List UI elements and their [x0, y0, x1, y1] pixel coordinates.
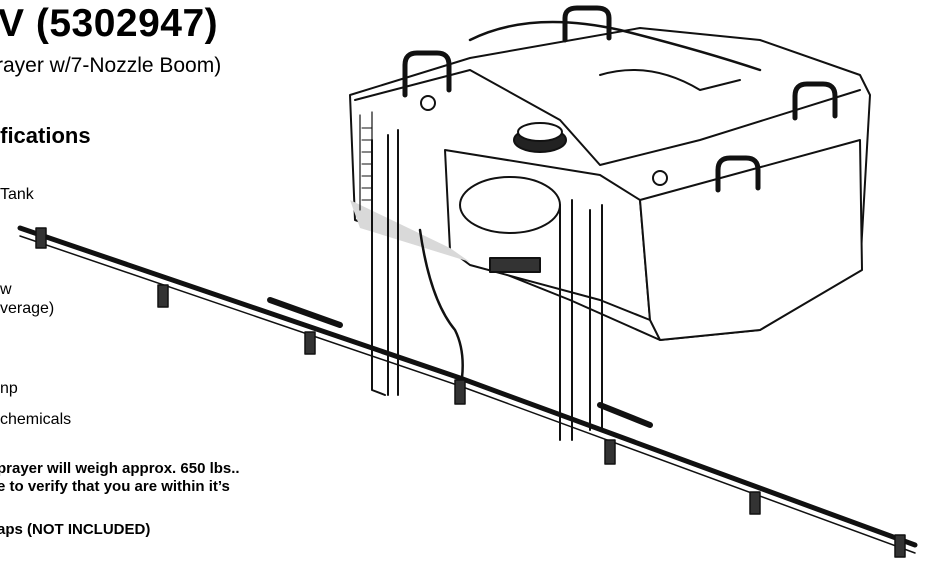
- nozzle-6: [749, 491, 761, 515]
- nozzle-5: [604, 439, 616, 465]
- handle-right: [792, 81, 838, 121]
- weight-note: prayer will weigh approx. 650 lbs..: [0, 460, 240, 477]
- specifications-heading: ifications: [0, 123, 91, 148]
- product-title: V (5302947): [0, 2, 219, 45]
- nozzle-4: [454, 379, 466, 405]
- spray-boom: [17, 225, 918, 558]
- spec-line-pump: np: [0, 380, 18, 397]
- capacity-note: e to verify that you are within it’s: [0, 478, 230, 495]
- spec-line-flow: w: [0, 281, 12, 298]
- product-subtitle: rayer w/7-Nozzle Boom): [0, 54, 222, 77]
- handle-rear-left: [402, 50, 452, 98]
- frame-right-leg: [559, 199, 603, 441]
- nozzle-3: [304, 331, 316, 355]
- nozzle-7: [894, 534, 906, 558]
- handle-front-right: [715, 155, 761, 193]
- top-hose: [468, 20, 762, 72]
- pump-fittings: [489, 257, 541, 273]
- nozzle-2: [157, 284, 169, 308]
- spec-line-chemicals: chemicals: [0, 411, 72, 428]
- spec-line-tank: Tank: [0, 186, 34, 203]
- tank-window: [459, 176, 561, 234]
- straps-note: aps (NOT INCLUDED): [0, 521, 151, 538]
- nozzle-1: [35, 227, 47, 249]
- tank-shadow: [350, 200, 470, 262]
- spec-line-coverage: verage): [0, 300, 55, 317]
- handle-rear-center: [562, 5, 612, 43]
- boom-feed-hose: [418, 228, 464, 380]
